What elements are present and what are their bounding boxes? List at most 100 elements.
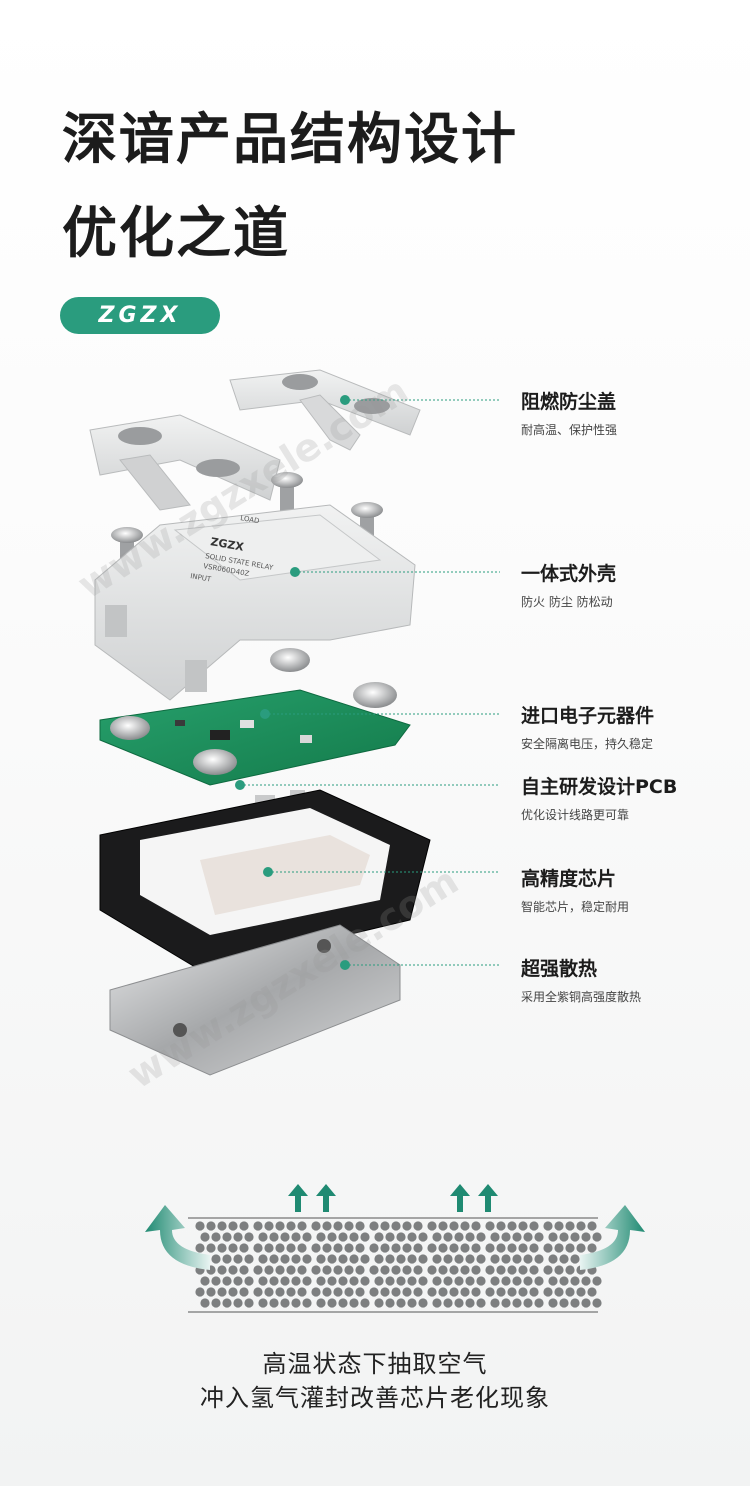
dot: [543, 1287, 553, 1297]
leader-dots: [235, 395, 350, 970]
curved-arrow-left-icon: [145, 1205, 210, 1270]
dot: [211, 1254, 221, 1264]
dot: [311, 1265, 321, 1275]
dot: [476, 1232, 486, 1242]
dot: [311, 1287, 321, 1297]
dot: [413, 1243, 423, 1253]
dot: [512, 1254, 522, 1264]
dot: [228, 1243, 238, 1253]
dot: [548, 1276, 558, 1286]
housing-load-print: LOAD: [240, 514, 260, 525]
dot: [200, 1232, 210, 1242]
dot: [349, 1276, 359, 1286]
dot: [338, 1232, 348, 1242]
dot: [280, 1276, 290, 1286]
dot: [211, 1298, 221, 1308]
dot: [233, 1232, 243, 1242]
dot: [581, 1232, 591, 1242]
dot: [418, 1232, 428, 1242]
dot: [217, 1243, 227, 1253]
dot: [275, 1287, 285, 1297]
dot: [402, 1265, 412, 1275]
dot: [449, 1243, 459, 1253]
dot: [269, 1254, 279, 1264]
dot: [253, 1221, 263, 1231]
dot: [471, 1221, 481, 1231]
dot: [369, 1265, 379, 1275]
dot: [587, 1243, 597, 1253]
dot: [512, 1298, 522, 1308]
dot: [501, 1232, 511, 1242]
label-dust-cover: 阻燃防尘盖 耐高温、保护性强: [521, 389, 617, 439]
dot: [233, 1298, 243, 1308]
dot: [529, 1221, 539, 1231]
dot: [338, 1254, 348, 1264]
dot: [554, 1265, 564, 1275]
dot: [385, 1254, 395, 1264]
dot: [297, 1287, 307, 1297]
dot: [316, 1276, 326, 1286]
dot: [311, 1221, 321, 1231]
dot: [302, 1298, 312, 1308]
dot: [349, 1232, 359, 1242]
dot: [349, 1254, 359, 1264]
dot: [432, 1298, 442, 1308]
label-chip: 高精度芯片 智能芯片，稳定耐用: [521, 866, 629, 916]
dot: [460, 1243, 470, 1253]
dot: [507, 1265, 517, 1275]
dot: [391, 1221, 401, 1231]
label-title: 阻燃防尘盖: [521, 391, 617, 413]
label-electronic-components: 进口电子元器件 安全隔离电压，持久稳定: [521, 703, 654, 753]
dot: [559, 1232, 569, 1242]
dot: [264, 1287, 274, 1297]
dot: [490, 1232, 500, 1242]
dot: [233, 1276, 243, 1286]
dot: [559, 1276, 569, 1286]
dot: [471, 1243, 481, 1253]
dot: [432, 1232, 442, 1242]
dot: [570, 1276, 580, 1286]
dot: [592, 1276, 602, 1286]
dot: [548, 1254, 558, 1264]
label-title: 高精度芯片: [521, 868, 617, 890]
dot: [427, 1265, 437, 1275]
dot: [529, 1287, 539, 1297]
headline: 深谙产品结构设计 优化之道: [62, 92, 518, 280]
dot: [239, 1243, 249, 1253]
dot: [460, 1287, 470, 1297]
heat-sink-plate: [109, 924, 401, 1076]
airflow-caption-line-2: 冲入氢气灌封改善芯片老化现象: [200, 1384, 550, 1412]
dot: [333, 1221, 343, 1231]
dot: [344, 1287, 354, 1297]
dot: [438, 1265, 448, 1275]
dot: [374, 1298, 384, 1308]
dot: [222, 1232, 232, 1242]
up-arrow-icons: [288, 1184, 498, 1212]
dot: [222, 1298, 232, 1308]
label-heat-sink: 超强散热 采用全紫铜高强度散热: [521, 956, 641, 1006]
dot: [286, 1265, 296, 1275]
dot: [275, 1243, 285, 1253]
dot: [512, 1276, 522, 1286]
dot: [385, 1276, 395, 1286]
dot: [344, 1243, 354, 1253]
dot: [269, 1298, 279, 1308]
dot: [195, 1243, 205, 1253]
dot: [316, 1232, 326, 1242]
dot: [501, 1276, 511, 1286]
dot: [534, 1254, 544, 1264]
dot: [496, 1221, 506, 1231]
dot: [454, 1254, 464, 1264]
dot: [264, 1265, 274, 1275]
dot: [253, 1287, 263, 1297]
dot: [217, 1221, 227, 1231]
dot: [391, 1265, 401, 1275]
airflow-caption-line-1: 高温状态下抽取空气: [262, 1350, 488, 1378]
dot: [355, 1265, 365, 1275]
dot: [380, 1287, 390, 1297]
dot: [264, 1221, 274, 1231]
dot: [407, 1254, 417, 1264]
dot: [471, 1265, 481, 1275]
dot-grid: [195, 1221, 602, 1308]
